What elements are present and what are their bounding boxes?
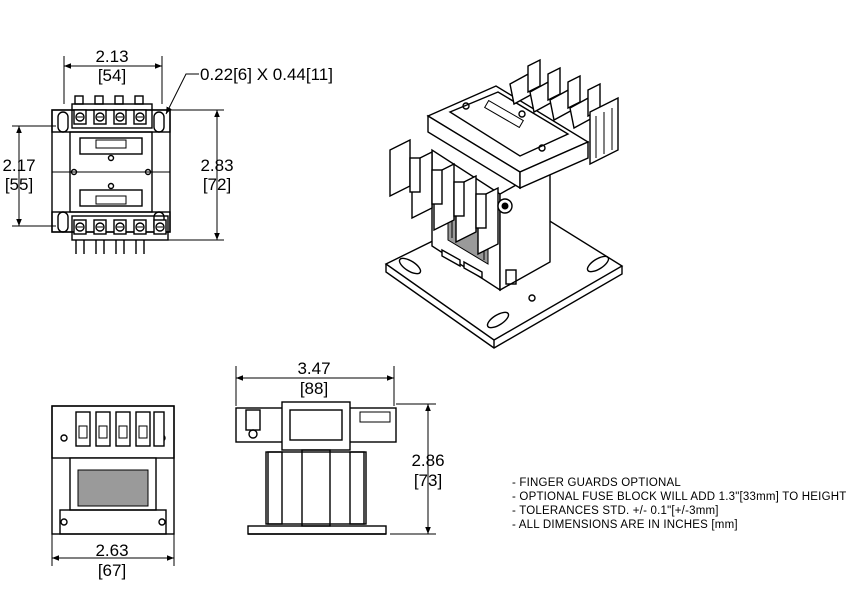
front-terminal-tabs bbox=[389, 138, 513, 256]
isometric-view bbox=[384, 58, 624, 349]
side-width-label: 3.47 bbox=[297, 359, 330, 378]
slot-size-label: 0.22[6] X 0.44[11] bbox=[200, 65, 333, 84]
rear-terminal-tabs bbox=[509, 58, 619, 166]
side-height-label: 2.86 bbox=[411, 451, 444, 470]
note-fuse-block: - OPTIONAL FUSE BLOCK WILL ADD 1.3"[33mm… bbox=[512, 491, 846, 503]
note-finger-guards: - FINGER GUARDS OPTIONAL bbox=[512, 477, 681, 489]
front-width-mm-label: [67] bbox=[98, 561, 126, 580]
side-height-mm-label: [73] bbox=[414, 471, 442, 490]
top-width-mm-label: [54] bbox=[98, 66, 126, 85]
left-height-mm-label: [55] bbox=[5, 175, 33, 194]
top-width-label: 2.13 bbox=[95, 47, 128, 66]
note-tolerances: - TOLERANCES STD. +/- 0.1"[+/-3mm] bbox=[512, 505, 719, 517]
top-view bbox=[12, 56, 224, 254]
side-view bbox=[235, 366, 436, 535]
front-view bbox=[51, 405, 175, 566]
right-height-mm-label: [72] bbox=[203, 175, 231, 194]
left-height-label: 2.17 bbox=[2, 156, 35, 175]
right-height-label: 2.83 bbox=[200, 156, 233, 175]
side-width-mm-label: [88] bbox=[300, 379, 328, 398]
top-terminal-block bbox=[71, 95, 153, 129]
front-width-label: 2.63 bbox=[95, 541, 128, 560]
bottom-terminal-block bbox=[71, 215, 169, 254]
note-units: - ALL DIMENSIONS ARE IN INCHES [mm] bbox=[512, 519, 738, 531]
notes: - FINGER GUARDS OPTIONAL - OPTIONAL FUSE… bbox=[512, 477, 846, 531]
